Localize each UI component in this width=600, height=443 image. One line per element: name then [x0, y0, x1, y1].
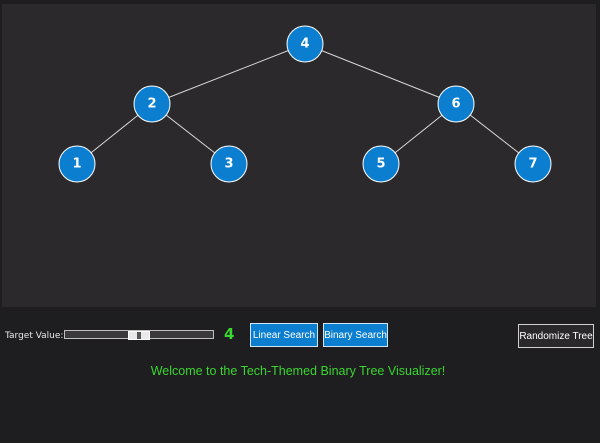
tree-node-circle[interactable]: [362, 145, 400, 183]
controls-bar: Target Value: 4 Linear Search Binary Sea…: [0, 320, 600, 352]
tree-node-circle[interactable]: [437, 85, 475, 123]
tree-node-1[interactable]: 1: [58, 145, 96, 183]
binary-search-button[interactable]: Binary Search: [323, 323, 388, 347]
tree-node-circle[interactable]: [133, 85, 171, 123]
tree-node-7[interactable]: 7: [514, 145, 552, 183]
tree-svg: 4 2 6 1 3 5 7: [58, 25, 552, 183]
target-value-label: Target Value:: [5, 331, 64, 341]
tree-node-5[interactable]: 5: [362, 145, 400, 183]
tree-canvas: 4 2 6 1 3 5 7: [2, 4, 596, 307]
slider-thumb[interactable]: [128, 331, 150, 340]
tree-node-4[interactable]: 4: [286, 25, 324, 63]
tree-edge-n4-n6: [304, 43, 457, 105]
tree-node-label: 4: [300, 37, 309, 52]
tree-node-label: 1: [72, 157, 81, 172]
tree-node-3[interactable]: 3: [210, 145, 248, 183]
tree-node-label: 3: [224, 157, 233, 172]
tree-node-2[interactable]: 2: [133, 85, 171, 123]
tree-node-label: 6: [451, 97, 460, 112]
target-value-slider[interactable]: [64, 330, 214, 340]
tree-node-label: 2: [147, 97, 156, 112]
tree-node-circle[interactable]: [514, 145, 552, 183]
linear-search-button[interactable]: Linear Search: [250, 323, 318, 347]
tree-edge-n4-n2: [151, 43, 306, 105]
randomize-tree-button[interactable]: Randomize Tree: [518, 324, 594, 348]
tree-node-label: 7: [528, 157, 537, 172]
tree-node-circle[interactable]: [210, 145, 248, 183]
status-message: Welcome to the Tech-Themed Binary Tree V…: [150, 364, 446, 378]
tree-node-circle[interactable]: [286, 25, 324, 63]
target-value-readout: 4: [224, 325, 235, 343]
tree-node-circle[interactable]: [58, 145, 96, 183]
tree-node-label: 5: [376, 157, 385, 172]
tree-node-6[interactable]: 6: [437, 85, 475, 123]
